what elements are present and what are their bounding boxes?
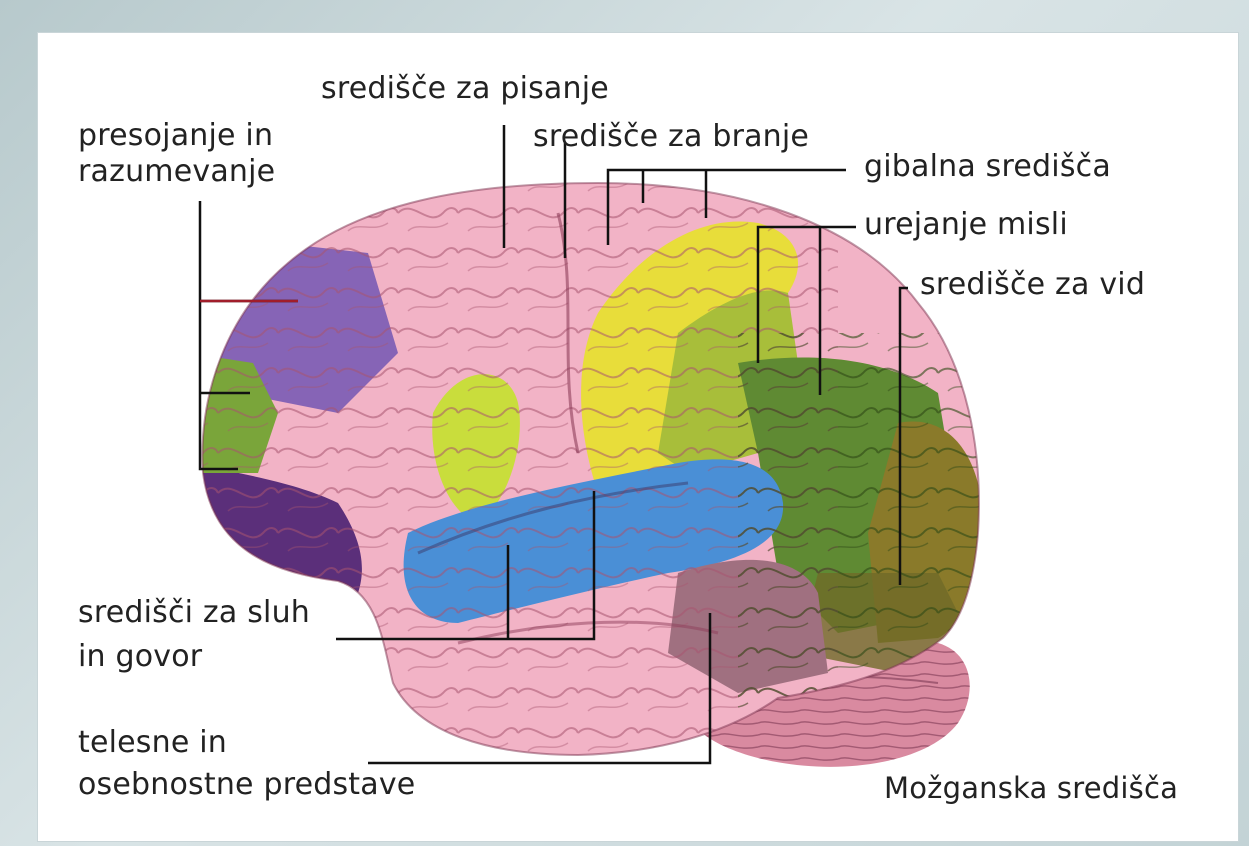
- label-judging-line1: presojanje in: [78, 118, 273, 154]
- label-motor-centers: gibalna središča: [864, 149, 1111, 185]
- label-body-line2: osebnostne predstave: [78, 767, 415, 803]
- label-writing-center: središče za pisanje: [321, 71, 609, 107]
- label-hearing-speech-line1: središči za sluh: [78, 595, 310, 631]
- label-body-line1: telesne in: [78, 725, 227, 761]
- label-judging-line2: razumevanje: [78, 154, 275, 190]
- label-reading-center: središče za branje: [533, 119, 809, 155]
- figure-frame: središče za pisanje presojanje in razume…: [38, 33, 1238, 841]
- label-vision-center: središče za vid: [920, 267, 1145, 303]
- label-hearing-speech-line2: in govor: [78, 639, 202, 675]
- label-thought-ordering: urejanje misli: [864, 207, 1068, 243]
- figure-caption: Možganska središča: [884, 770, 1178, 806]
